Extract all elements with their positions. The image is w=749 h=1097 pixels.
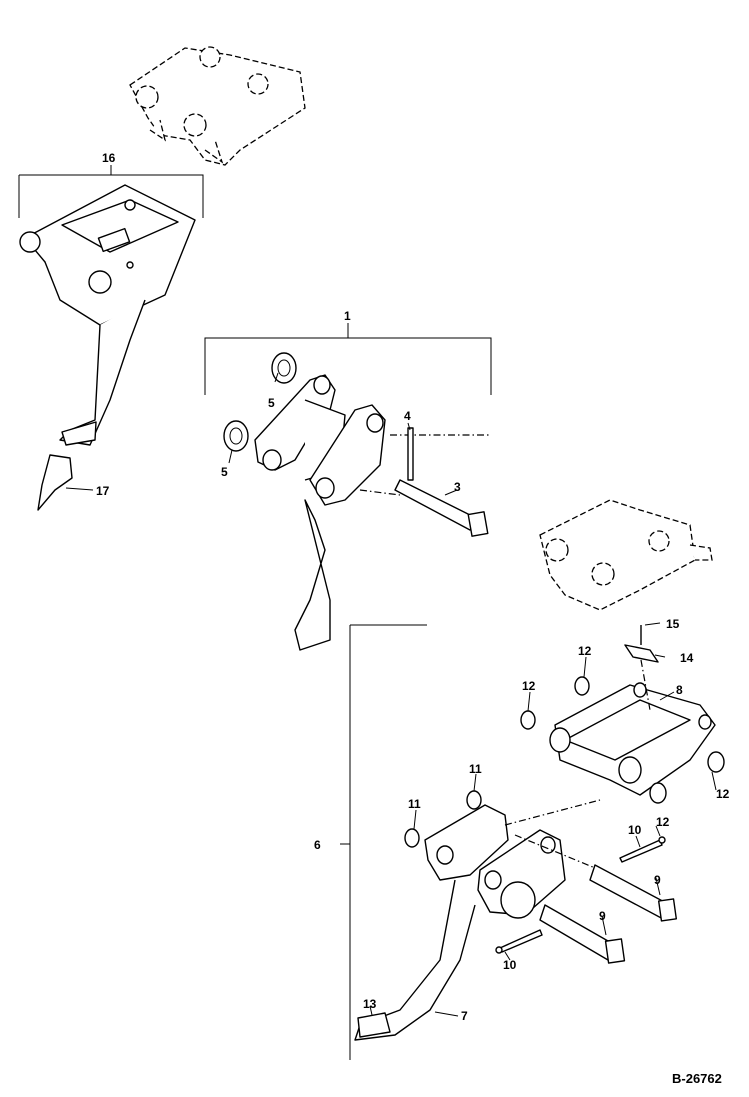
callout-13: 13 [363,997,377,1011]
callout-12-b: 12 [522,679,536,693]
callout-8: 8 [676,683,683,697]
callout-4: 4 [404,409,411,423]
callout-10-b: 10 [503,958,517,972]
callout-labels: 16 17 1 5 5 4 3 15 14 12 12 8 12 11 11 6… [96,151,730,1023]
ripper-assembly-6 [340,499,725,1060]
callout-16: 16 [102,151,116,165]
callout-17: 17 [96,484,110,498]
quick-coupler-top [129,46,306,166]
callout-12-d: 12 [656,815,670,829]
callout-7: 7 [461,1009,468,1023]
callout-10-a: 10 [628,823,642,837]
ripper-assembly-16 [18,165,204,511]
ripper-assembly-1 [204,323,492,651]
callout-15: 15 [666,617,680,631]
callout-12-c: 12 [716,787,730,801]
callout-9-b: 9 [599,909,606,923]
callout-11-a: 11 [469,762,482,776]
callout-3: 3 [454,480,461,494]
callout-14: 14 [680,651,694,665]
callout-11-b: 11 [408,797,421,811]
callout-5-bottom: 5 [221,465,228,479]
callout-1: 1 [344,309,351,323]
callout-9-a: 9 [654,873,661,887]
callout-12-a: 12 [578,644,592,658]
document-number: B-26762 [672,1071,722,1086]
callout-6: 6 [314,838,321,852]
callout-5-top: 5 [268,396,275,410]
leader-lines [65,372,717,1017]
